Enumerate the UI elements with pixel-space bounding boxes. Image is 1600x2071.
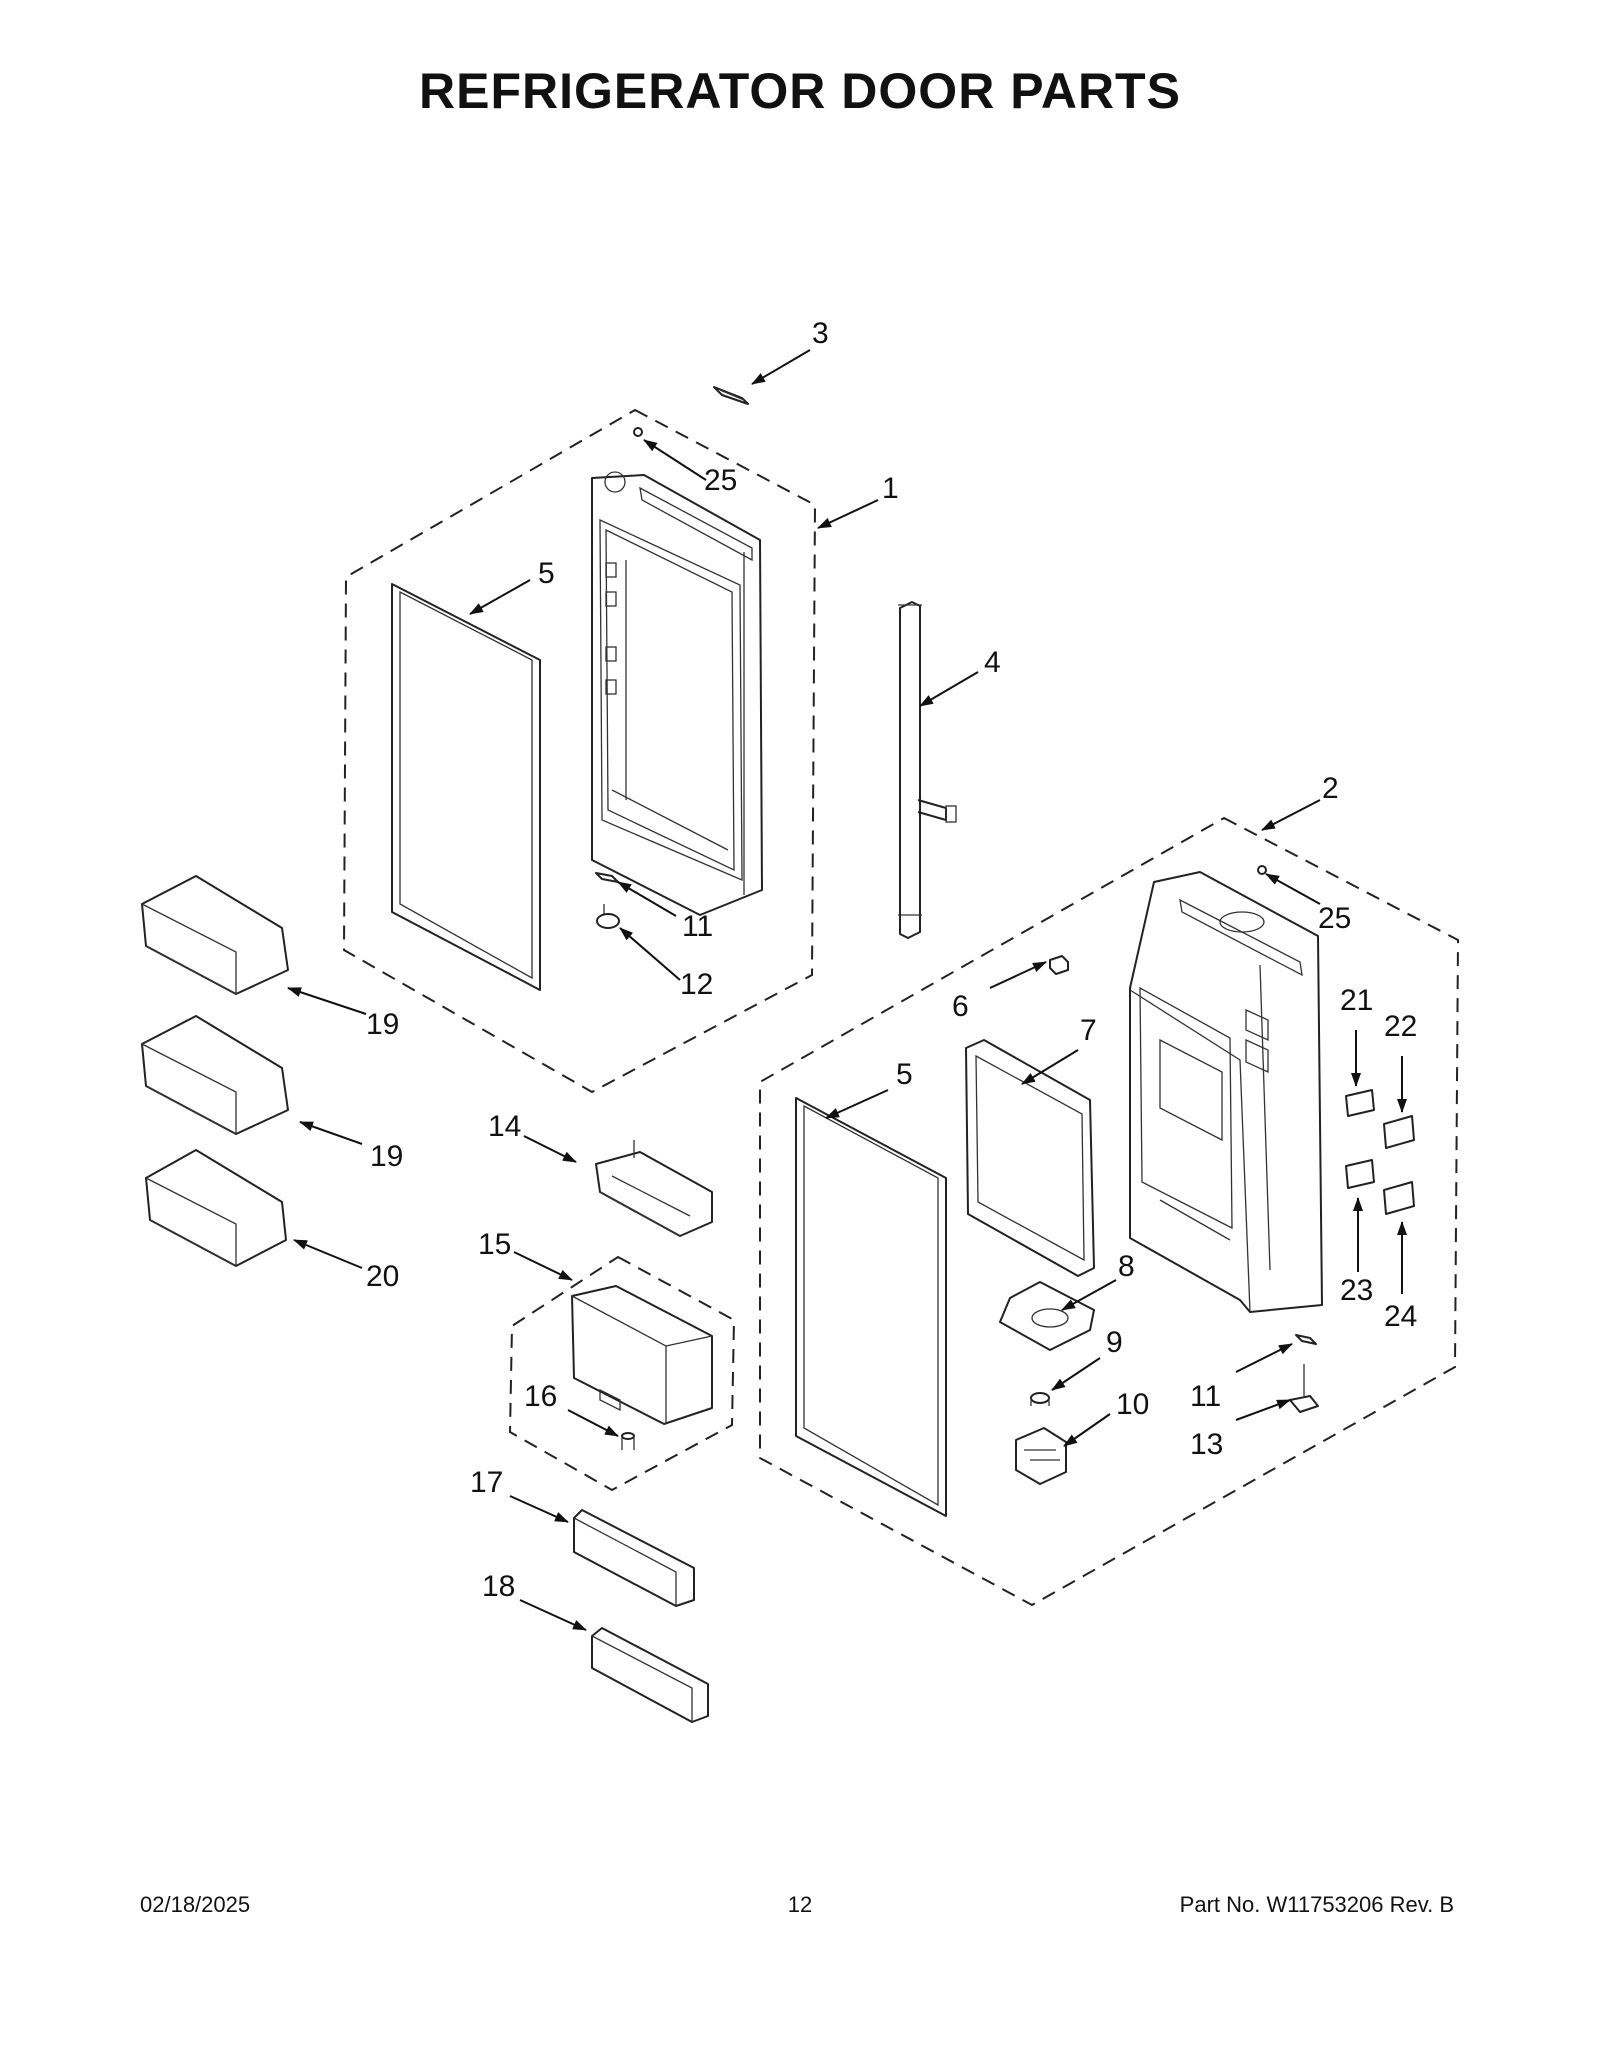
callout-23: 23 xyxy=(1340,1274,1373,1307)
arrow-3 xyxy=(751,349,811,385)
callout-14: 14 xyxy=(488,1110,521,1143)
footer-part-number: Part No. W11753206 Rev. B xyxy=(1179,1892,1454,1917)
right-door-closing-cam-part xyxy=(1289,1364,1319,1413)
arrow-16 xyxy=(567,1409,619,1437)
arrow-11a xyxy=(617,881,677,917)
arrow-19b xyxy=(299,1121,363,1145)
right-door-part xyxy=(1129,871,1323,1313)
arrow-5a xyxy=(469,579,531,615)
left-door-closing-cam-part xyxy=(596,904,620,929)
right-door-stop-part xyxy=(1295,1334,1317,1345)
arrow-4 xyxy=(919,671,979,707)
callout-20: 20 xyxy=(366,1260,399,1293)
arrow-11b xyxy=(1235,1343,1293,1373)
callout-9: 9 xyxy=(1106,1326,1123,1359)
dispenser-housing-plate-part xyxy=(999,1281,1095,1351)
nut-part xyxy=(1030,1392,1050,1406)
arrow-7 xyxy=(1021,1049,1079,1085)
ice-bin-spacer-part xyxy=(621,1432,635,1450)
dispenser-clip-part xyxy=(1049,955,1069,975)
arrow-12 xyxy=(619,927,681,981)
pad-part-21 xyxy=(1345,1089,1375,1117)
hinge-pin-part xyxy=(713,386,749,405)
left-door-part xyxy=(591,471,763,916)
pad-part-23 xyxy=(1345,1159,1375,1189)
arrow-20 xyxy=(293,1239,363,1269)
callout-17: 17 xyxy=(470,1466,503,1499)
callout-2: 2 xyxy=(1322,772,1339,805)
callout-4: 4 xyxy=(984,646,1001,679)
callout-18: 18 xyxy=(482,1570,515,1603)
callout-11b: 11 xyxy=(1190,1380,1221,1413)
pad-part-22 xyxy=(1383,1115,1415,1149)
callout-16: 16 xyxy=(524,1380,557,1413)
page-title: REFRIGERATOR DOOR PARTS xyxy=(419,63,1181,119)
arrow-5b xyxy=(825,1089,889,1119)
footer-page-number: 12 xyxy=(787,1892,813,1917)
callout-5a: 5 xyxy=(538,557,555,590)
callout-3: 3 xyxy=(812,317,829,350)
hinge-cover-part xyxy=(898,601,957,939)
door-shelf-part-17 xyxy=(573,1509,695,1607)
callout-labels: 3 25 1 5 4 2 25 11 12 19 21 22 6 7 5 14 … xyxy=(366,317,1417,1603)
arrow-13 xyxy=(1235,1399,1291,1421)
door-shelf-part-18 xyxy=(591,1627,709,1723)
arrow-15 xyxy=(513,1251,573,1281)
pad-part-24 xyxy=(1383,1181,1415,1215)
dispenser-panel-part xyxy=(965,1039,1095,1277)
door-bin-part-19-upper xyxy=(141,875,289,996)
callout-25b: 25 xyxy=(1318,902,1351,935)
door-bin-part-19-lower xyxy=(141,1015,289,1136)
callout-5b: 5 xyxy=(896,1058,913,1091)
footer-date: 02/18/2025 xyxy=(140,1892,251,1917)
ice-bin-assembly-outline xyxy=(508,1255,736,1492)
dispenser-motor-part xyxy=(1015,1427,1067,1485)
callout-22: 22 xyxy=(1384,1010,1417,1043)
arrow-2 xyxy=(1261,799,1321,831)
callout-8: 8 xyxy=(1118,1250,1135,1283)
left-door-assembly-outline xyxy=(342,408,817,1094)
arrow-14 xyxy=(523,1135,577,1163)
screw-part-top xyxy=(633,427,643,437)
callout-11a: 11 xyxy=(682,910,713,943)
arrow-6 xyxy=(989,961,1047,989)
callout-25a: 25 xyxy=(704,464,737,497)
callout-19a: 19 xyxy=(366,1008,399,1041)
callout-21: 21 xyxy=(1340,984,1373,1017)
callout-24: 24 xyxy=(1384,1300,1417,1333)
arrow-17 xyxy=(509,1495,569,1523)
arrow-10 xyxy=(1063,1413,1111,1447)
callout-15: 15 xyxy=(478,1228,511,1261)
right-door-assembly-outline xyxy=(759,816,1460,1607)
left-door-gasket-part xyxy=(391,583,541,991)
arrow-25b xyxy=(1265,873,1321,905)
ice-bin-part xyxy=(571,1285,713,1425)
callout-arrows xyxy=(287,349,1407,1631)
callout-1: 1 xyxy=(882,472,899,505)
callout-13: 13 xyxy=(1190,1428,1223,1461)
right-door-gasket-part xyxy=(795,1097,947,1517)
callout-19b: 19 xyxy=(370,1140,403,1173)
callout-7: 7 xyxy=(1080,1014,1097,1047)
callout-6: 6 xyxy=(952,990,969,1023)
ice-maker-part xyxy=(595,1140,713,1237)
arrow-9 xyxy=(1051,1357,1101,1391)
door-bin-part-20 xyxy=(145,1149,287,1268)
screw-part-right xyxy=(1257,865,1267,875)
callout-12: 12 xyxy=(680,968,713,1001)
arrow-8 xyxy=(1061,1279,1117,1311)
arrow-18 xyxy=(519,1599,587,1631)
arrow-25a xyxy=(643,439,707,481)
callout-10: 10 xyxy=(1116,1388,1149,1421)
left-door-stop-part xyxy=(595,872,619,883)
arrow-1 xyxy=(817,499,879,529)
arrow-19a xyxy=(287,987,367,1015)
